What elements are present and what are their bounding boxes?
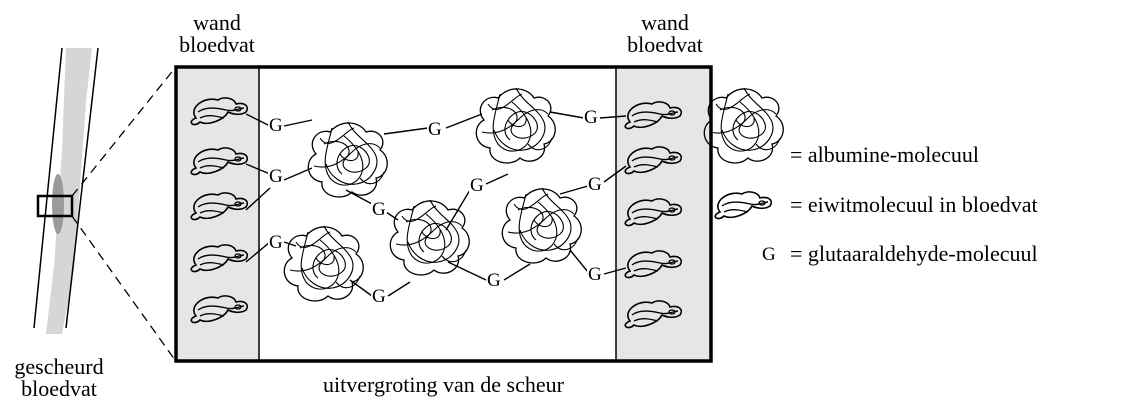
glutaraldehyde-label: G [268,166,284,187]
legend-glut-symbol: G [762,244,776,265]
glutaraldehyde-label: G [583,107,599,128]
albumine-molecule [501,187,582,264]
glutaraldehyde-label: G [587,264,603,285]
magnified-tear-frame [174,65,713,363]
glutaraldehyde-label: G [371,199,387,220]
vessel-wall-label-right-line1: wand [641,10,689,35]
vessel-wall-label-left-line2: bloedvat [179,32,255,57]
glutaraldehyde-label: G [268,115,284,136]
crosslink-bonds [245,111,627,297]
glutaraldehyde-label: G [469,175,485,196]
legend-eiwit-icon [714,191,773,220]
glutaraldehyde-label: G [587,174,603,195]
torn-blood-vessel [30,47,99,334]
albumine-molecule [475,87,556,164]
legend-glut-text: = glutaaraldehyde-molecuul [790,241,1038,266]
albumine-molecule [307,121,388,198]
glutaraldehyde-label: G [371,286,387,307]
tear-marker-box [36,194,74,218]
torn-vessel-label-line2: bloedvat [21,376,97,401]
torn-vessel-label-line1: gescheurd [14,354,104,379]
glutaraldehyde-label: G [486,270,502,291]
vessel-wall-label-right-line2: bloedvat [627,32,703,57]
zoom-line-top [71,67,176,197]
glutaraldehyde-label: G [268,232,284,253]
vessel-wall-label-right: wand bloedvat [620,12,710,56]
legend-albumine-text: = albumine-molecuul [790,142,979,167]
vessel-wall-label-left: wand bloedvat [176,12,258,56]
glutaraldehyde-label: G [427,119,443,140]
legend-eiwit-text: = eiwitmolecuul in bloedvat [790,192,1038,217]
vessel-wall-label-left-line1: wand [193,10,241,35]
torn-vessel-label: gescheurd bloedvat [4,356,114,400]
legend-albumine-icon [703,87,784,164]
albumine-molecule [283,225,364,302]
zoom-line-bottom [71,215,176,361]
magnification-caption: uitvergroting van de scheur [323,372,564,397]
